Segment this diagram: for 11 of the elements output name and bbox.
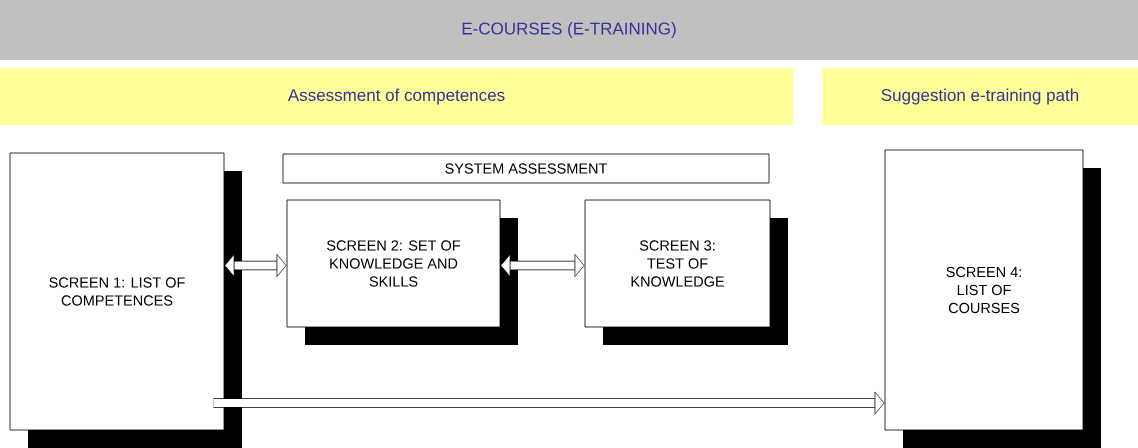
screen-box: SCREEN 4: LIST OF COURSES xyxy=(884,149,1084,431)
block-arrow xyxy=(500,254,585,277)
screen-box: SCREEN 2: SET OF KNOWLEDGE AND SKILLS xyxy=(286,199,501,328)
label-box: SYSTEM ASSESSMENT xyxy=(282,153,770,184)
block-arrow xyxy=(224,254,287,277)
section-band: Suggestion e-training path xyxy=(822,68,1138,125)
block-arrow xyxy=(213,391,885,415)
screen-box: SCREEN 3: TEST OF KNOWLEDGE xyxy=(584,199,771,328)
header-band: E-COURSES (E-TRAINING) xyxy=(0,0,1138,60)
section-band: Assessment of competences xyxy=(0,68,793,125)
screen-box: SCREEN 1: LIST OF COMPETENCES xyxy=(9,152,225,431)
